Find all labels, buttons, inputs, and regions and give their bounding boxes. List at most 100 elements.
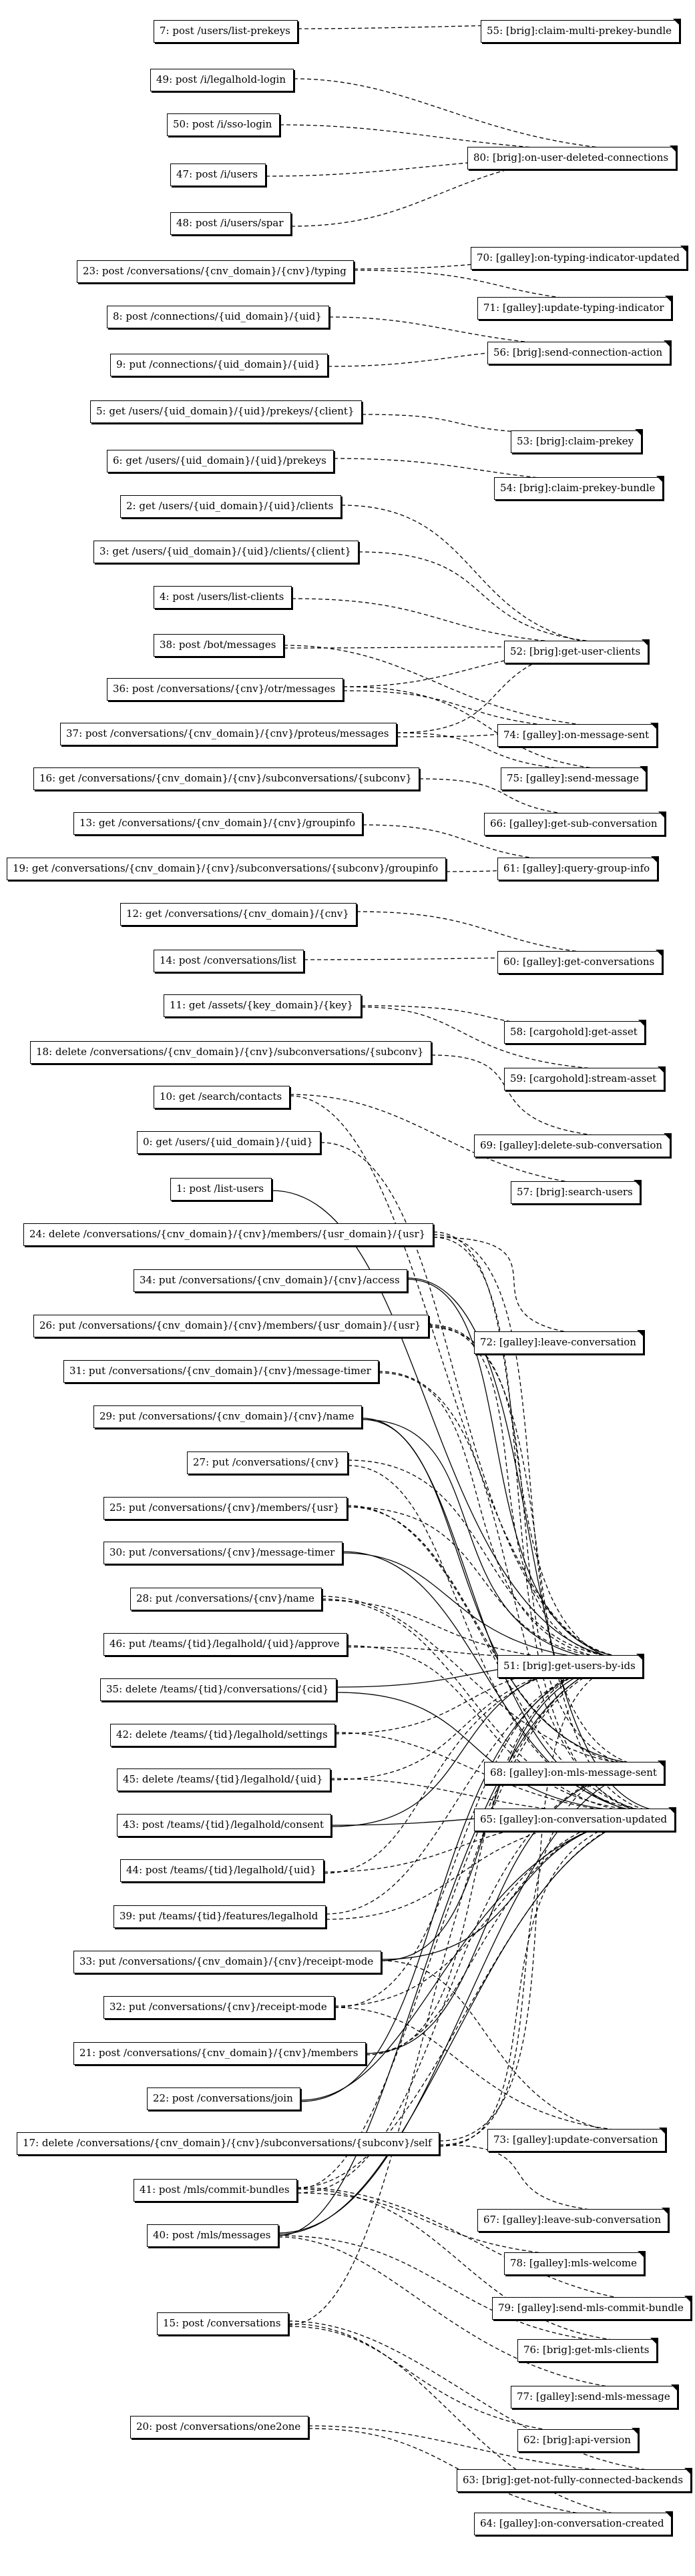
node-62: 62: [brig]:api-version <box>517 2428 640 2452</box>
node-24: 24: delete /conversations/{cnv_domain}/{… <box>23 1223 433 1246</box>
node-71: 71: [galley]:update-typing-indicator <box>477 296 673 320</box>
node-14: 14: post /conversations/list <box>154 950 304 972</box>
node-19: 19: get /conversations/{cnv_domain}/{cnv… <box>7 858 446 880</box>
edge-36-74 <box>342 690 654 731</box>
edge-40-65 <box>278 1813 672 2235</box>
edge-16-66 <box>419 778 662 820</box>
edge-28-51 <box>321 1600 640 1663</box>
edge-17-67 <box>439 2144 665 2214</box>
edge-24-65 <box>433 1237 672 1817</box>
node-1: 1: post /list-users <box>170 1178 272 1201</box>
node-11: 11: get /assets/{key_domain}/{key} <box>164 994 361 1017</box>
edge-4-52 <box>291 598 645 646</box>
node-61: 61: [galley]:query-group-info <box>497 856 659 880</box>
edge-41-65 <box>296 1811 672 2188</box>
node-74: 74: [galley]:on-message-sent <box>497 723 658 747</box>
edge-2-52 <box>340 505 645 649</box>
node-40: 40: post /mls/messages <box>147 2224 278 2247</box>
node-77: 77: [galley]:send-mls-message <box>511 2384 679 2408</box>
edge-43-51 <box>330 1658 640 1827</box>
node-60: 60: [galley]:get-conversations <box>497 950 664 974</box>
edge-39-51 <box>325 1660 640 1915</box>
node-55: 55: [brig]:claim-multi-prekey-bundle <box>481 19 681 43</box>
edge-35-65 <box>336 1692 672 1814</box>
node-38: 38: post /bot/messages <box>154 634 284 657</box>
node-22: 22: post /conversations/join <box>147 2087 300 2110</box>
node-66: 66: [galley]:get-sub-conversation <box>484 812 666 836</box>
edge-11-59 <box>361 1006 661 1072</box>
node-80: 80: [brig]:on-user-deleted-connections <box>467 145 678 170</box>
node-41: 41: post /mls/commit-bundles <box>134 2179 297 2202</box>
edge-38-52 <box>283 646 645 649</box>
node-57: 57: [brig]:search-users <box>511 1180 642 1204</box>
edge-14-60 <box>303 956 659 960</box>
edge-28-68 <box>321 1596 661 1767</box>
node-2: 2: get /users/{uid_domain}/{uid}/clients <box>120 495 341 518</box>
node-75: 75: [galley]:send-message <box>501 766 648 790</box>
node-42: 42: delete /teams/{tid}/legalhold/settin… <box>110 1724 335 1746</box>
edge-41-76 <box>296 2188 654 2343</box>
node-73: 73: [galley]:update-conversation <box>487 2128 667 2152</box>
edge-41-51 <box>296 1658 640 2190</box>
node-53: 53: [brig]:claim-prekey <box>511 429 643 453</box>
node-49: 49: post /i/legalhold-login <box>150 69 294 91</box>
node-18: 18: delete /conversations/{cnv_domain}/{… <box>30 1041 431 1064</box>
edge-39-65 <box>325 1814 672 1920</box>
node-4: 4: post /users/list-clients <box>154 586 292 609</box>
edge-44-51 <box>323 1659 640 1874</box>
node-78: 78: [galley]:mls-welcome <box>504 2251 646 2275</box>
node-6: 6: get /users/{uid_domain}/{uid}/prekeys <box>107 450 334 472</box>
node-47: 47: post /i/users <box>170 164 266 186</box>
edge-33-65 <box>381 1815 672 1960</box>
node-79: 79: [galley]:send-mls-commit-bundle <box>492 2296 692 2320</box>
node-70: 70: [galley]:on-typing-indicator-updated <box>471 246 688 270</box>
node-29: 29: put /conversations/{cnv_domain}/{cnv… <box>93 1405 362 1428</box>
node-5: 5: get /users/{uid_domain}/{uid}/prekeys… <box>90 400 362 423</box>
node-0: 0: get /users/{uid_domain}/{uid} <box>137 1131 320 1154</box>
node-35: 35: delete /teams/{tid}/conversations/{c… <box>100 1678 336 1701</box>
node-7: 7: post /users/list-prekeys <box>154 20 298 43</box>
node-34: 34: put /conversations/{cnv_domain}/{cnv… <box>134 1269 407 1292</box>
node-21: 21: post /conversations/{cnv_domain}/{cn… <box>73 2042 366 2065</box>
node-37: 37: post /conversations/{cnv_domain}/{cn… <box>60 723 397 745</box>
edge-0-51 <box>320 1142 640 1659</box>
edge-29-51 <box>361 1419 640 1663</box>
node-8: 8: post /connections/{uid_domain}/{uid} <box>107 306 329 328</box>
node-67: 67: [galley]:leave-sub-conversation <box>477 2208 670 2232</box>
node-48: 48: post /i/users/spar <box>170 212 291 235</box>
edge-15-51 <box>288 1660 640 2326</box>
edge-29-68 <box>361 1419 661 1766</box>
edge-24-68 <box>433 1234 661 1768</box>
edge-41-79 <box>296 2187 688 2305</box>
edge-1-51 <box>271 1190 640 1660</box>
edge-31-51 <box>378 1372 640 1662</box>
edge-46-65 <box>346 1645 672 1813</box>
node-43: 43: post /teams/{tid}/legalhold/consent <box>117 1814 331 1837</box>
edge-17-51 <box>439 1662 640 2142</box>
edge-11-58 <box>361 1005 642 1029</box>
edge-36-75 <box>342 686 643 771</box>
edge-25-68 <box>346 1506 661 1768</box>
edge-22-51 <box>300 1660 640 2102</box>
edge-29-65 <box>361 1417 672 1817</box>
edge-30-51 <box>342 1552 640 1662</box>
node-32: 32: put /conversations/{cnv}/receipt-mod… <box>103 1996 334 2019</box>
edge-40-51 <box>278 1659 640 2236</box>
edge-10-51 <box>289 1095 640 1663</box>
node-72: 72: [galley]:leave-conversation <box>474 1330 645 1354</box>
node-3: 3: get /users/{uid_domain}/{uid}/clients… <box>93 541 359 563</box>
node-45: 45: delete /teams/{tid}/legalhold/{uid} <box>117 1768 330 1791</box>
edge-26-51 <box>428 1325 640 1660</box>
edge-15-62 <box>288 2326 635 2437</box>
edge-25-51 <box>346 1506 640 1660</box>
node-51: 51: [brig]:get-users-by-ids <box>497 1654 644 1678</box>
node-56: 56: [brig]:send-connection-action <box>487 340 672 364</box>
node-36: 36: post /conversations/{cnv}/otr/messag… <box>107 678 343 701</box>
edge-32-73 <box>334 2007 662 2133</box>
edge-20-63 <box>308 2425 688 2475</box>
node-16: 16: get /conversations/{cnv_domain}/{cnv… <box>33 767 419 790</box>
node-50: 50: post /i/sso-login <box>167 113 280 136</box>
edge-12-60 <box>356 911 659 956</box>
